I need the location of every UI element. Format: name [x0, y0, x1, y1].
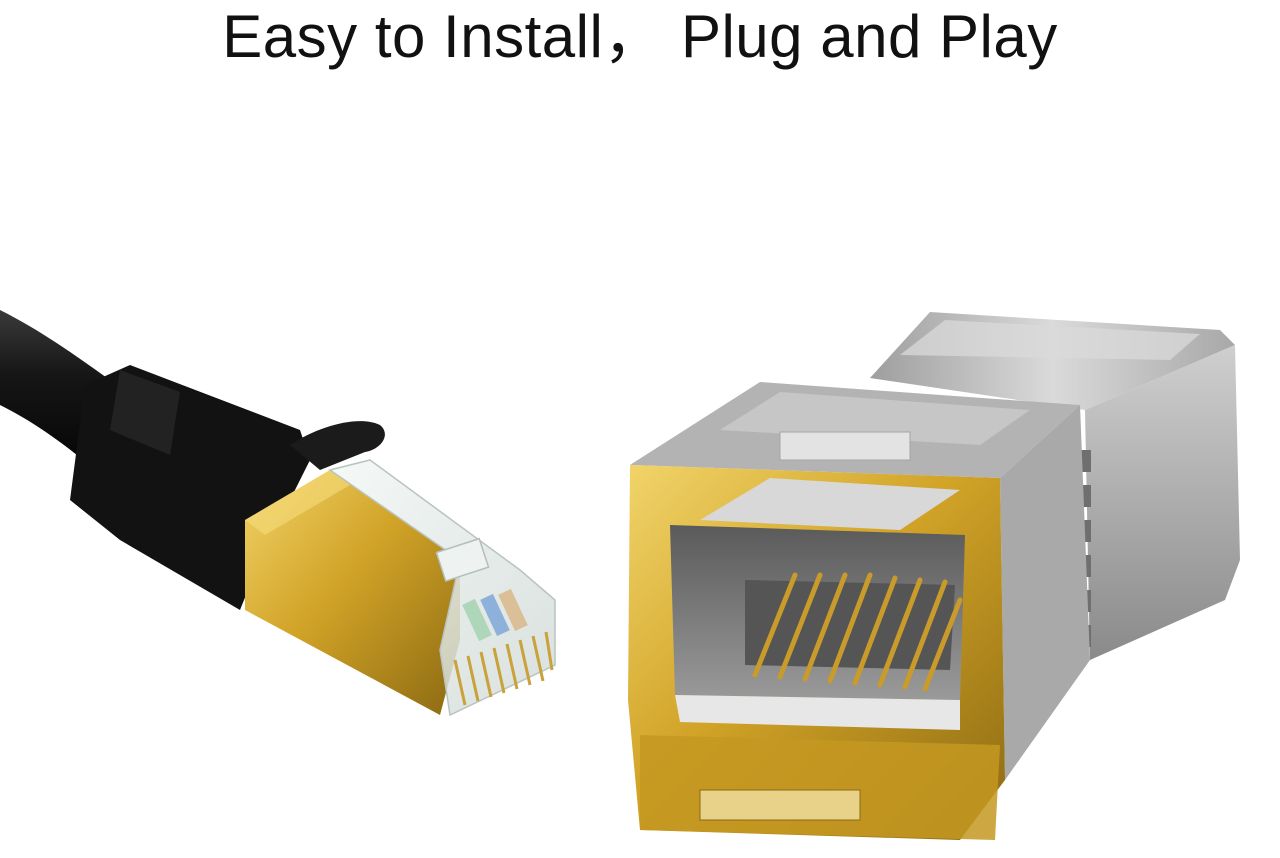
sfp-lower-lip	[675, 695, 960, 730]
plug-gold-shield	[245, 470, 460, 715]
plug-wires	[462, 588, 528, 642]
plug-clip	[435, 537, 490, 583]
sfp-cage-right	[1000, 405, 1090, 780]
sfp-pins	[752, 572, 963, 692]
sfp-bottom-latch	[699, 789, 861, 821]
headline: Easy to Install， Plug and Play	[222, 3, 1058, 70]
sfp-bottom-frame	[640, 735, 1000, 840]
plug-latch	[290, 421, 385, 470]
sfp-body-side	[1085, 345, 1240, 660]
plug-contacts	[453, 631, 554, 706]
sfp-module	[628, 312, 1240, 840]
rj45-cable	[0, 310, 556, 717]
sfp-top-tab	[779, 431, 911, 461]
plug-clear-body	[328, 459, 556, 717]
